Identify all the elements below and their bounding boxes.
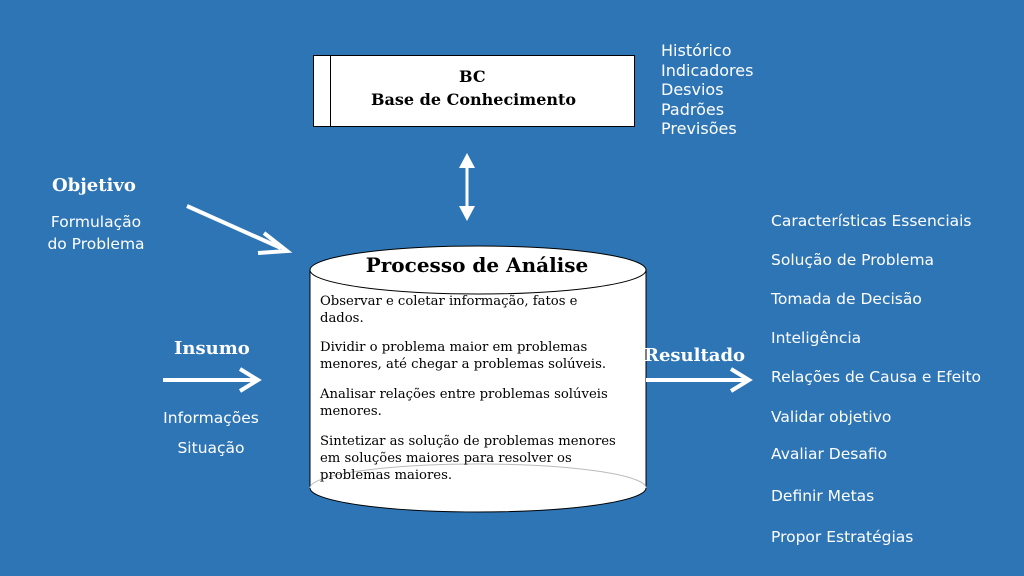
objective-text-line: Formulação	[50, 213, 142, 231]
process-steps: Observar e coletar informação, fatos e d…	[320, 293, 616, 497]
input-list: Informações Situação	[158, 406, 264, 466]
result-item: Avaliar Desafio	[771, 445, 888, 463]
objective-text-line: do Problema	[47, 235, 145, 253]
knowledge-base-name: Base de Conhecimento	[371, 90, 577, 109]
knowledge-base-item: Desvios	[661, 80, 724, 99]
process-step: Analisar relações entre problemas solúve…	[320, 387, 608, 419]
objective-arrow	[186, 204, 293, 255]
input-item: Informações	[163, 409, 259, 427]
knowledge-base-box: BC Base de Conhecimento	[313, 55, 635, 127]
process-step: Sintetizar as solução de problemas menor…	[320, 434, 616, 483]
input-title: Insumo	[174, 338, 250, 359]
knowledge-base-abbr: BC	[459, 67, 486, 86]
knowledge-base-item: Previsões	[661, 119, 737, 138]
objective-title: Objetivo	[52, 175, 136, 196]
result-item: Inteligência	[771, 329, 862, 347]
result-item: Validar objetivo	[771, 408, 892, 426]
process-step: Observar e coletar informação, fatos e d…	[320, 294, 578, 326]
result-item: Propor Estratégias	[771, 528, 914, 546]
knowledge-base-list: Histórico Indicadores Desvios Padrões Pr…	[661, 41, 753, 139]
knowledge-base-item: Histórico	[661, 41, 732, 60]
process-step: Dividir o problema maior em problemas me…	[320, 340, 607, 372]
result-item: Definir Metas	[771, 487, 875, 505]
input-arrow	[163, 367, 262, 393]
process-cylinder	[309, 245, 647, 513]
result-item: Relações de Causa e Efeito	[771, 368, 982, 386]
objective-text: Formulação do Problema	[44, 211, 148, 255]
knowledge-base-box-strip	[330, 56, 331, 126]
result-item: Características Essenciais	[771, 212, 972, 230]
knowledge-base-item: Padrões	[661, 99, 725, 119]
knowledge-base-item: Indicadores	[661, 60, 754, 80]
result-item: Solução de Problema	[771, 251, 935, 269]
double-arrow-bc-process	[459, 153, 475, 221]
process-title: Processo de Análise	[365, 253, 589, 277]
result-title: Resultado	[644, 345, 746, 366]
result-item: Tomada de Decisão	[771, 290, 922, 308]
input-item: Situação	[177, 439, 245, 457]
result-arrow	[646, 367, 753, 393]
